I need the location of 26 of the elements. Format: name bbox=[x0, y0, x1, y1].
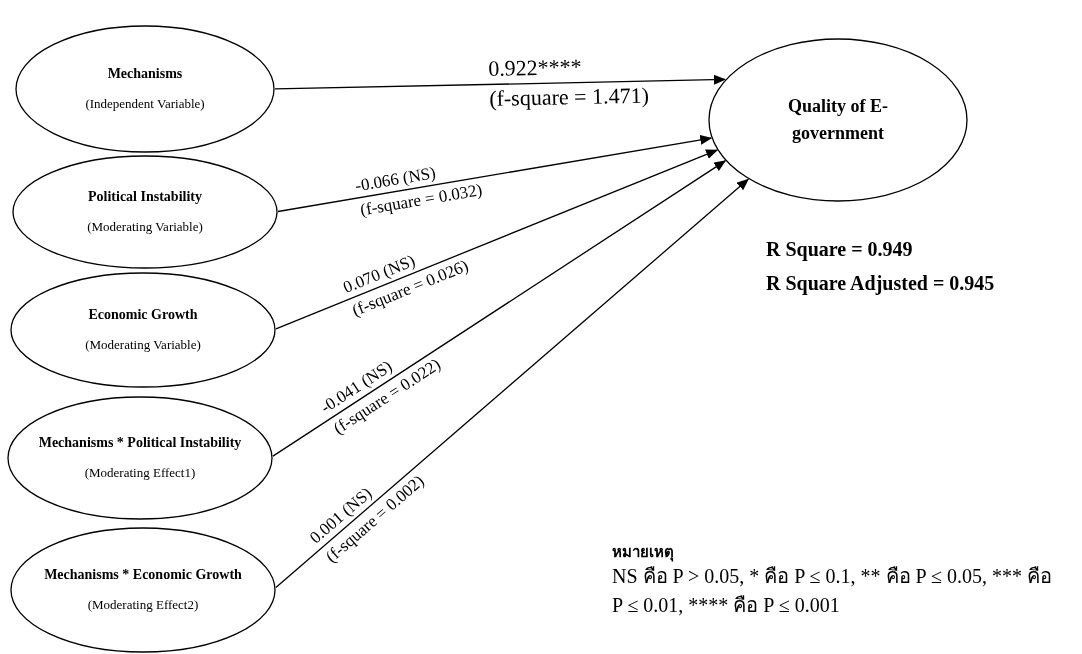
arrow bbox=[277, 135, 713, 213]
variable-ellipse bbox=[12, 155, 278, 269]
arrow bbox=[272, 160, 727, 457]
variable-name: Mechanisms bbox=[107, 66, 183, 82]
variable-ellipse bbox=[7, 396, 273, 520]
variable-name: Mechanisms * Political Instability bbox=[38, 435, 242, 451]
variable-ellipse bbox=[10, 272, 276, 388]
arrow bbox=[274, 74, 726, 90]
r-square-text: R Square Adjusted = 0.945 bbox=[766, 272, 995, 295]
variable-role: (Moderating Variable) bbox=[87, 219, 203, 235]
variable-role: (Moderating Variable) bbox=[85, 337, 201, 353]
variable-ellipse bbox=[15, 25, 275, 153]
variable-name: Economic Growth bbox=[88, 307, 198, 323]
outcome-ellipse bbox=[708, 38, 968, 202]
r-square-text: R Square = 0.949 bbox=[766, 238, 913, 261]
note-text: NS คือ P > 0.05, * คือ P ≤ 0.1, ** คือ P ≤ 0.05, *** คือ P ≤ 0.01, **** คือ P ≤ 0.001 bbox=[612, 564, 1053, 618]
variable-role: (Independent Variable) bbox=[85, 96, 205, 112]
variable-role: (Moderating Effect2) bbox=[87, 597, 199, 613]
variable-name: Mechanisms * Economic Growth bbox=[44, 567, 242, 583]
outcome-name: Quality of E-government bbox=[787, 95, 889, 145]
variable-name: Political Instability bbox=[88, 189, 202, 205]
arrow bbox=[275, 149, 718, 330]
variable-ellipse bbox=[10, 527, 276, 653]
variable-role: (Moderating Effect1) bbox=[84, 465, 196, 481]
arrow bbox=[275, 178, 749, 589]
note-heading: หมายเหตุ bbox=[612, 543, 674, 564]
